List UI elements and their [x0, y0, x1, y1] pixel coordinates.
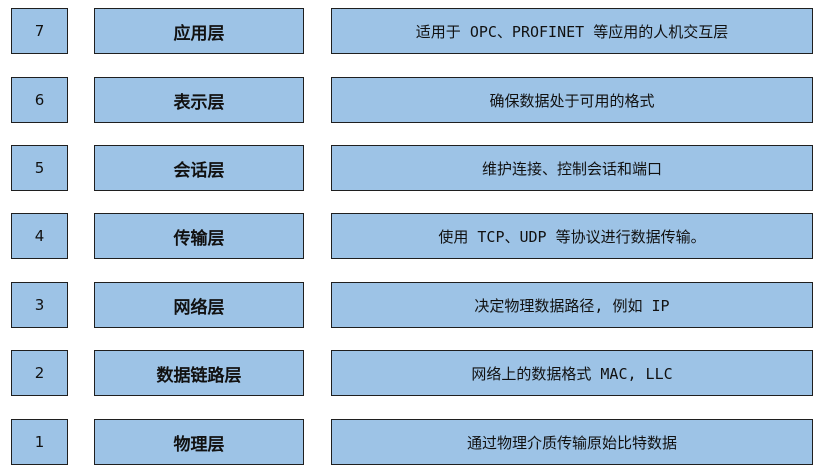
layer-description: 通过物理介质传输原始比特数据: [331, 419, 813, 465]
layer-number: 5: [11, 145, 68, 191]
layer-name: 数据链路层: [94, 350, 304, 396]
layer-row-2: 2 数据链路层 网络上的数据格式 MAC, LLC: [0, 350, 826, 398]
layer-description: 维护连接、控制会话和端口: [331, 145, 813, 191]
layer-number: 7: [11, 8, 68, 54]
layer-number: 4: [11, 213, 68, 259]
layer-row-5: 5 会话层 维护连接、控制会话和端口: [0, 145, 826, 193]
layer-description: 确保数据处于可用的格式: [331, 77, 813, 123]
layer-name: 传输层: [94, 213, 304, 259]
layer-description: 网络上的数据格式 MAC, LLC: [331, 350, 813, 396]
layer-row-4: 4 传输层 使用 TCP、UDP 等协议进行数据传输。: [0, 213, 826, 261]
layer-number: 3: [11, 282, 68, 328]
layer-description: 决定物理数据路径, 例如 IP: [331, 282, 813, 328]
layer-number: 1: [11, 419, 68, 465]
layer-name: 应用层: [94, 8, 304, 54]
layer-name: 物理层: [94, 419, 304, 465]
layer-name: 网络层: [94, 282, 304, 328]
layer-number: 2: [11, 350, 68, 396]
layer-description: 适用于 OPC、PROFINET 等应用的人机交互层: [331, 8, 813, 54]
layer-name: 表示层: [94, 77, 304, 123]
layer-description: 使用 TCP、UDP 等协议进行数据传输。: [331, 213, 813, 259]
layer-row-3: 3 网络层 决定物理数据路径, 例如 IP: [0, 282, 826, 330]
layer-row-1: 1 物理层 通过物理介质传输原始比特数据: [0, 419, 826, 467]
layer-row-6: 6 表示层 确保数据处于可用的格式: [0, 77, 826, 125]
layer-number: 6: [11, 77, 68, 123]
layer-name: 会话层: [94, 145, 304, 191]
layer-row-7: 7 应用层 适用于 OPC、PROFINET 等应用的人机交互层: [0, 8, 826, 56]
